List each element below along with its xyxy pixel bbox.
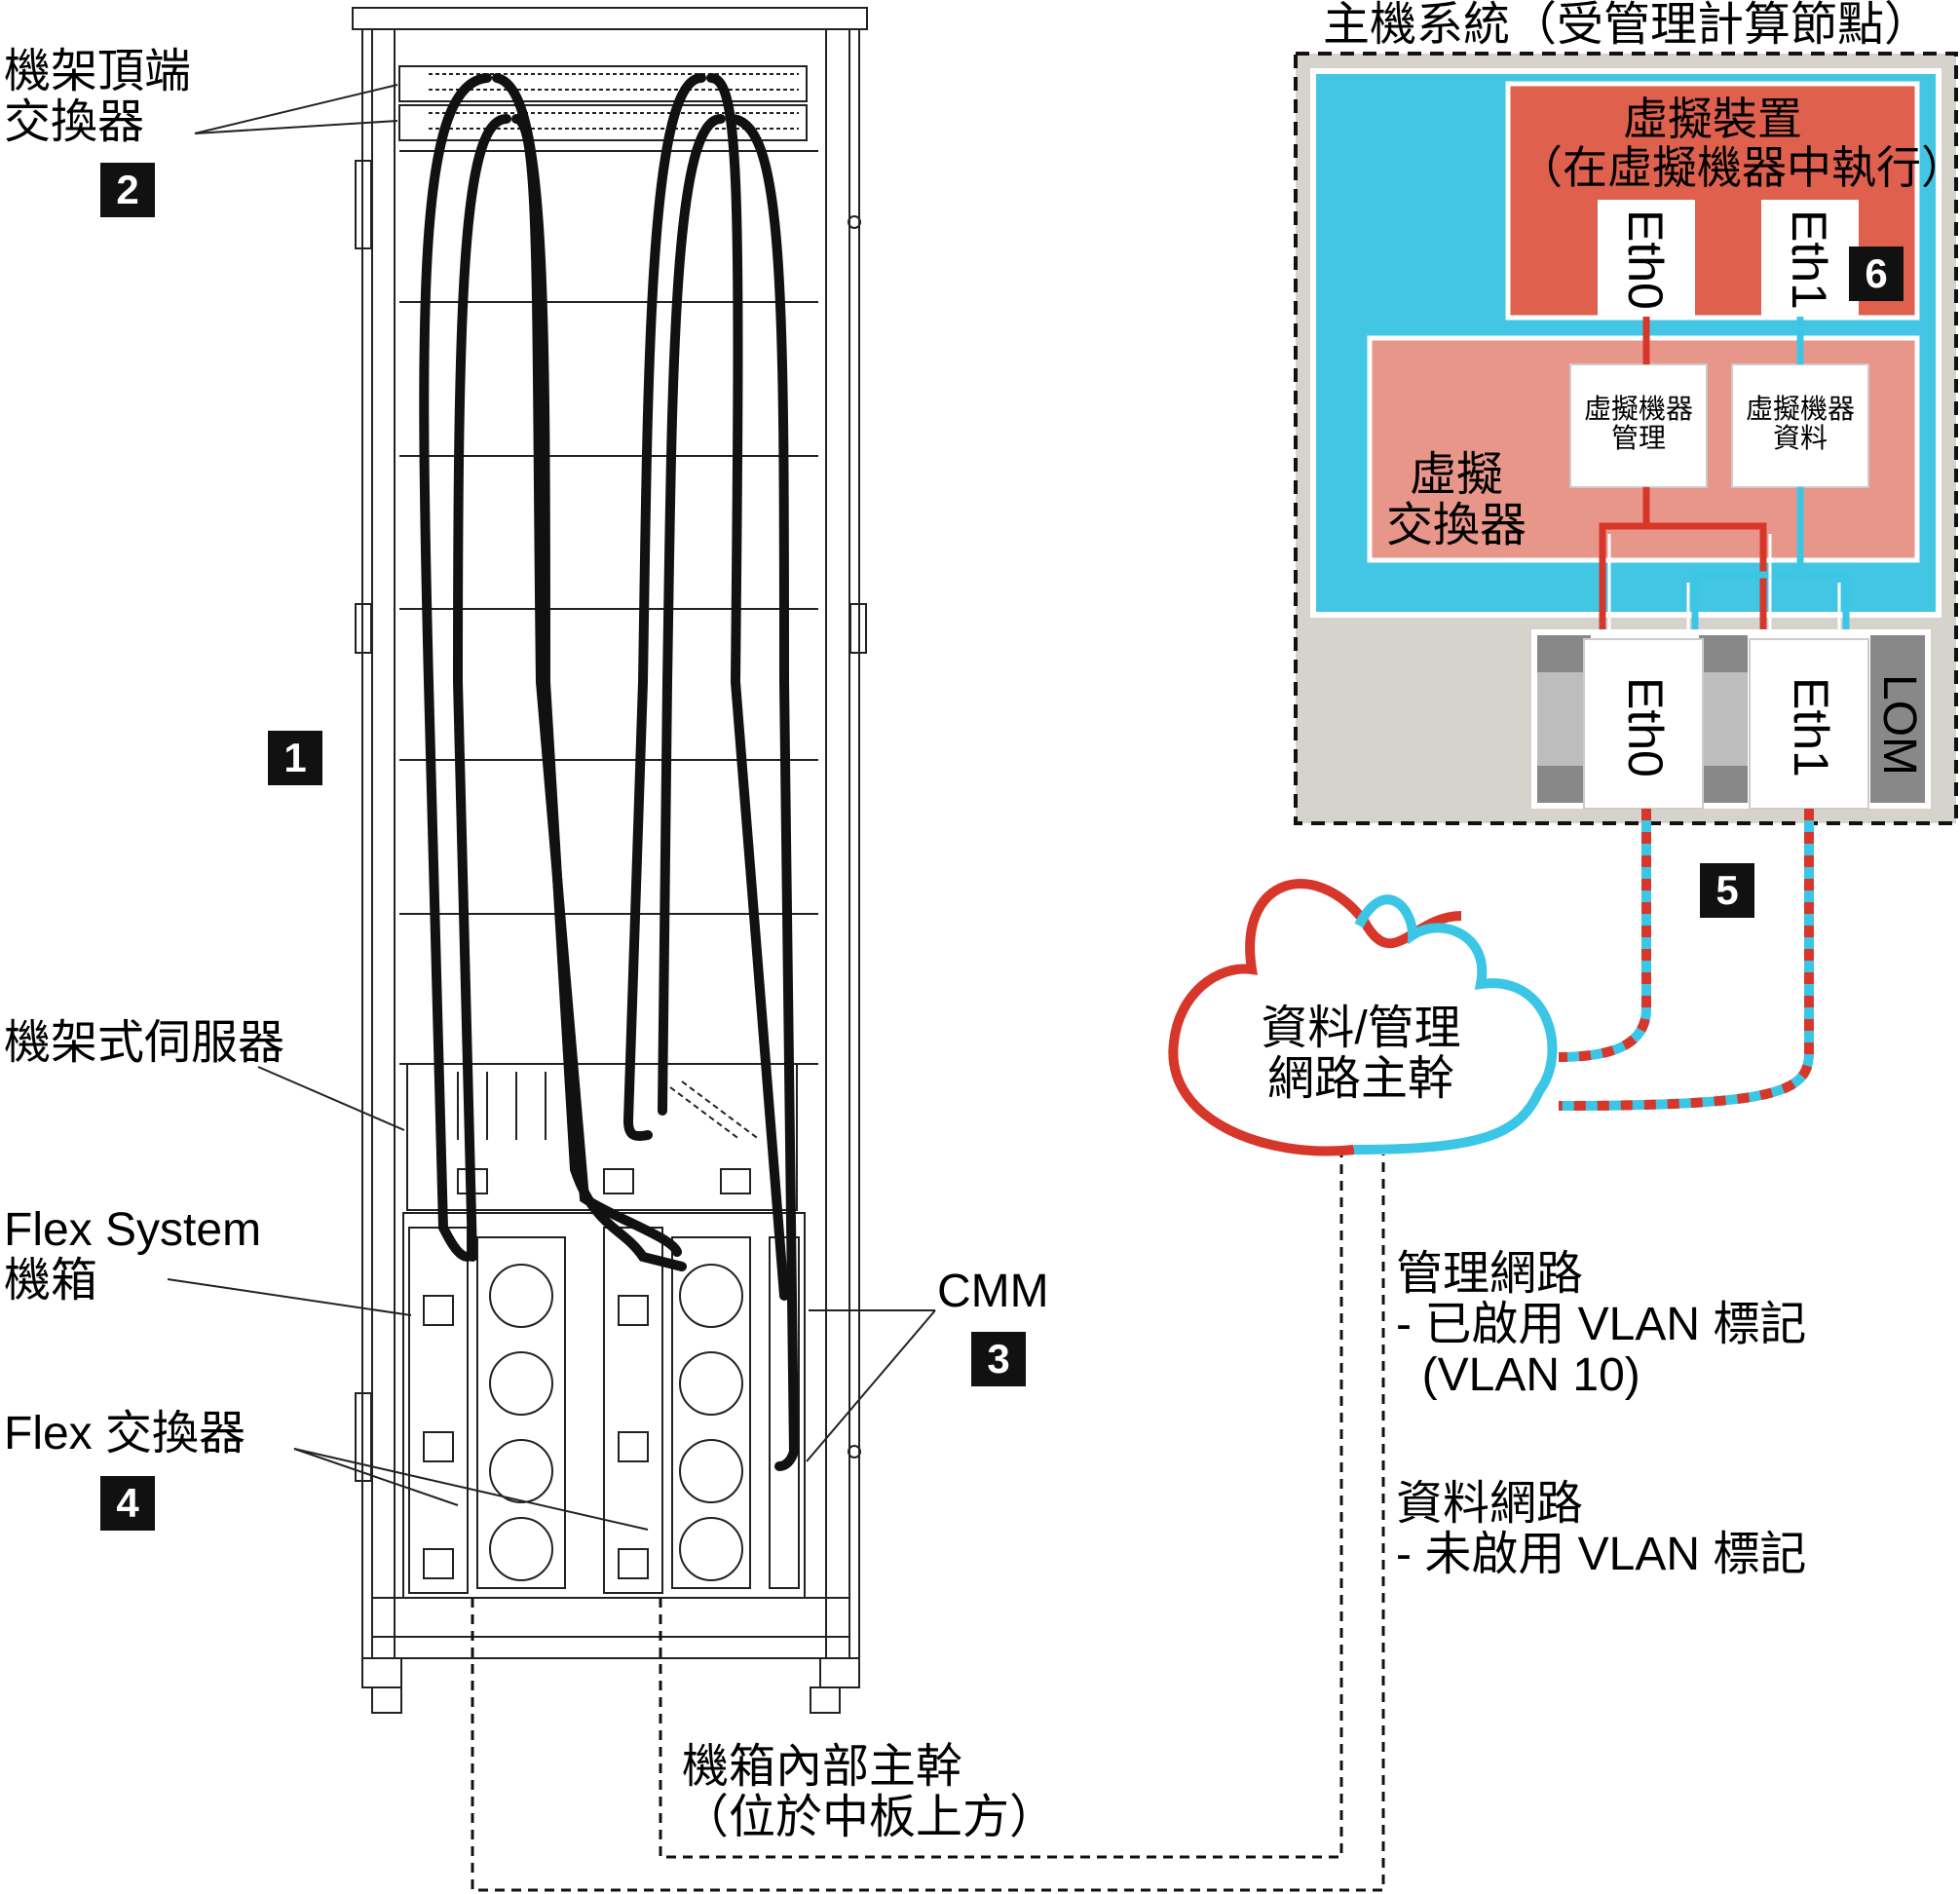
vnic-eth0-box (1598, 200, 1695, 317)
badge-4: 4 (100, 1476, 155, 1531)
badge-1: 1 (268, 731, 322, 785)
lom-eth1-label: Eth1 (1784, 677, 1838, 777)
rack-cables (419, 73, 800, 1471)
lom-eth0-label: Eth0 (1618, 677, 1673, 777)
vm-data-portgroup (1731, 363, 1869, 488)
lom-eth0-box (1583, 638, 1704, 810)
cmm-label: CMM (937, 1266, 1049, 1317)
data-network-label: 資料網路 - 未啟用 VLAN 標記 (1396, 1478, 1807, 1580)
rack-server-label: 機架式伺服器 (4, 1017, 285, 1069)
vnic-eth1-label: Eth1 (1782, 209, 1836, 310)
lom-label: LOM (1873, 674, 1925, 777)
mgmt-network-label: 管理網路 - 已啟用 VLAN 標記 (VLAN 10) (1396, 1248, 1807, 1401)
leader-lines (167, 84, 936, 1531)
vm-mgmt-portgroup (1569, 363, 1708, 488)
virtual-appliance-label: 虛擬裝置 （在虛擬機器中執行） (1518, 94, 1960, 193)
vnic-eth1-box (1761, 200, 1859, 317)
internal-links (1599, 317, 1850, 633)
lom-eth1-box (1749, 638, 1869, 810)
virtual-switch-label: 虛擬 交換器 (1385, 449, 1527, 551)
cloud-label: 資料/管理 網路主幹 (1261, 1003, 1461, 1105)
flex-switch-label: Flex 交換器 (4, 1408, 246, 1459)
flex-chassis-label: Flex System 機箱 (4, 1204, 262, 1307)
internal-trunk-lines (471, 1155, 1385, 1892)
internal-trunk-label: 機箱內部主幹 （位於中板上方） (682, 1741, 1057, 1843)
vm-mgmt-label: 虛擬機器 管理 (1583, 394, 1693, 454)
network-cloud (1168, 879, 1558, 1156)
badge-3: 3 (971, 1332, 1026, 1386)
top-switch-label: 機架頂端 交換器 (4, 46, 192, 148)
vnic-eth0-label: Eth0 (1618, 209, 1673, 310)
vm-data-label: 虛擬機器 資料 (1745, 394, 1855, 454)
host-system-title: 主機系統（受管理計算節點） (1323, 0, 1932, 51)
badge-2: 2 (100, 163, 155, 217)
badge-6: 6 (1849, 246, 1903, 301)
badge-5: 5 (1700, 863, 1754, 918)
host-system (1294, 52, 1958, 825)
uplink-cables (1558, 809, 1814, 1111)
